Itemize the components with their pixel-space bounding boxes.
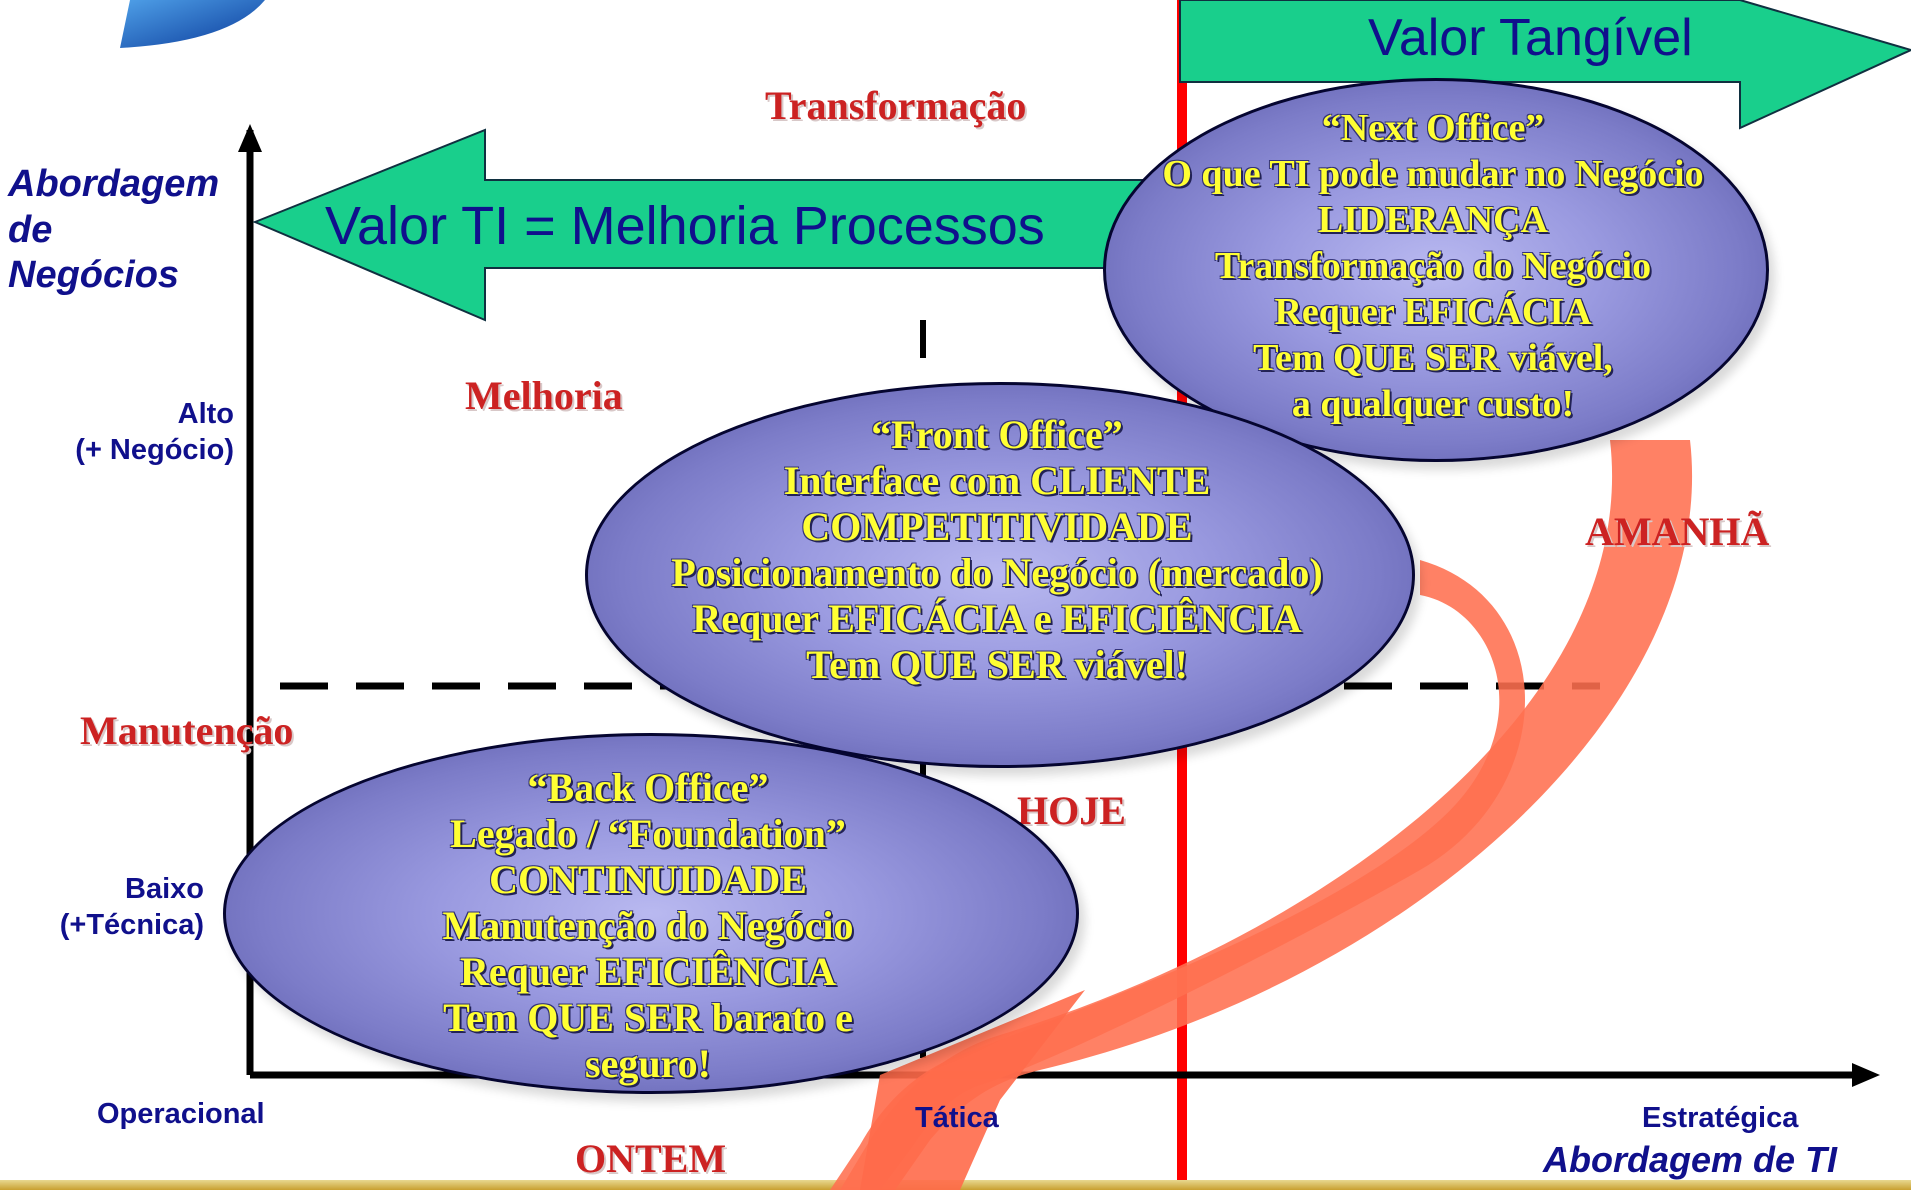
x-tick-tatica: Tática xyxy=(915,1102,999,1134)
x-axis-head xyxy=(1852,1063,1880,1087)
left-arrow-label: Valor TI = Melhoria Processos xyxy=(325,196,1045,256)
curved-arrow-head xyxy=(860,990,1085,1190)
back-office-line-5: Requer EFICIÊNCIA xyxy=(460,949,836,994)
y-axis-title-line-2: de xyxy=(8,208,53,251)
y-high-line-1: Alto xyxy=(177,398,234,430)
zone-melhoria: Melhoria xyxy=(465,373,623,418)
left-arrow-shape xyxy=(252,128,1186,322)
back-office-line-7: seguro! xyxy=(585,1041,711,1086)
y-low-label: Baixo (+Técnica) xyxy=(0,871,204,944)
next-office-ellipse xyxy=(1103,78,1769,462)
front-office-line-6: Tem QUE SER viável! xyxy=(806,642,1188,687)
x-tick-estrategica: Estratégica xyxy=(1642,1102,1799,1134)
logo-mark xyxy=(120,0,265,48)
front-office-ellipse xyxy=(585,382,1415,768)
zone-ontem: ONTEM xyxy=(575,1136,727,1181)
x-axis-title: Abordagem de TI xyxy=(1543,1139,1838,1180)
x-tick-operacional: Operacional xyxy=(97,1098,265,1130)
y-axis-head xyxy=(238,124,262,152)
back-office-text: “Back Office” Legado / “Foundation” CONT… xyxy=(223,757,1073,1095)
back-office-line-6: Tem QUE SER barato e xyxy=(443,995,853,1040)
right-arrow-shape xyxy=(1179,0,1911,130)
front-office-line-4: Posicionamento do Negócio (mercado) xyxy=(671,550,1323,595)
back-office-line-1: “Back Office” xyxy=(527,765,769,810)
zone-amanha: AMANHÃ xyxy=(1585,509,1770,554)
back-office-line-4: Manutenção do Negócio xyxy=(442,903,854,948)
next-office-line-5: Requer EFICÁCIA xyxy=(1274,291,1592,333)
next-office-line-3: LIDERANÇA xyxy=(1317,199,1549,241)
front-office-line-5: Requer EFICÁCIA e EFICIÊNCIA xyxy=(692,596,1302,641)
next-office-line-2: O que TI pode mudar no Negócio xyxy=(1162,153,1704,195)
y-axis-title-line-1: Abordagem xyxy=(8,163,220,205)
next-office-line-1: “Next Office” xyxy=(1321,107,1545,149)
y-low-line-1: Baixo xyxy=(125,873,204,905)
next-office-line-7: a qualquer custo! xyxy=(1291,383,1575,425)
y-low-line-2: (+Técnica) xyxy=(59,909,204,942)
front-office-line-2: Interface com CLIENTE xyxy=(783,458,1211,503)
zone-transformacao: Transformação xyxy=(765,83,1027,128)
y-axis-title: Abordagem de Negócios xyxy=(8,162,219,299)
back-office-ellipse xyxy=(223,733,1079,1094)
y-high-line-2: (+ Negócio) xyxy=(75,434,234,467)
back-office-line-2: Legado / “Foundation” xyxy=(450,811,846,856)
front-office-line-3: COMPETITIVIDADE xyxy=(801,504,1193,549)
y-axis-title-line-3: Negócios xyxy=(8,254,180,297)
back-office-line-3: CONTINUIDADE xyxy=(489,857,807,902)
y-high-label: Alto (+ Negócio) xyxy=(22,396,234,469)
next-office-text: “Next Office” O que TI pode mudar no Neg… xyxy=(1103,96,1763,436)
next-office-line-4: Transformação do Negócio xyxy=(1214,245,1652,287)
front-office-text: “Front Office” Interface com CLIENTE COM… xyxy=(585,400,1409,700)
zone-hoje: HOJE xyxy=(1017,788,1126,833)
right-arrow-label: Valor Tangível xyxy=(1368,9,1693,67)
next-office-line-6: Tem QUE SER viável, xyxy=(1253,337,1613,379)
zone-manutencao: Manutenção xyxy=(80,708,294,753)
front-office-line-1: “Front Office” xyxy=(871,412,1123,457)
